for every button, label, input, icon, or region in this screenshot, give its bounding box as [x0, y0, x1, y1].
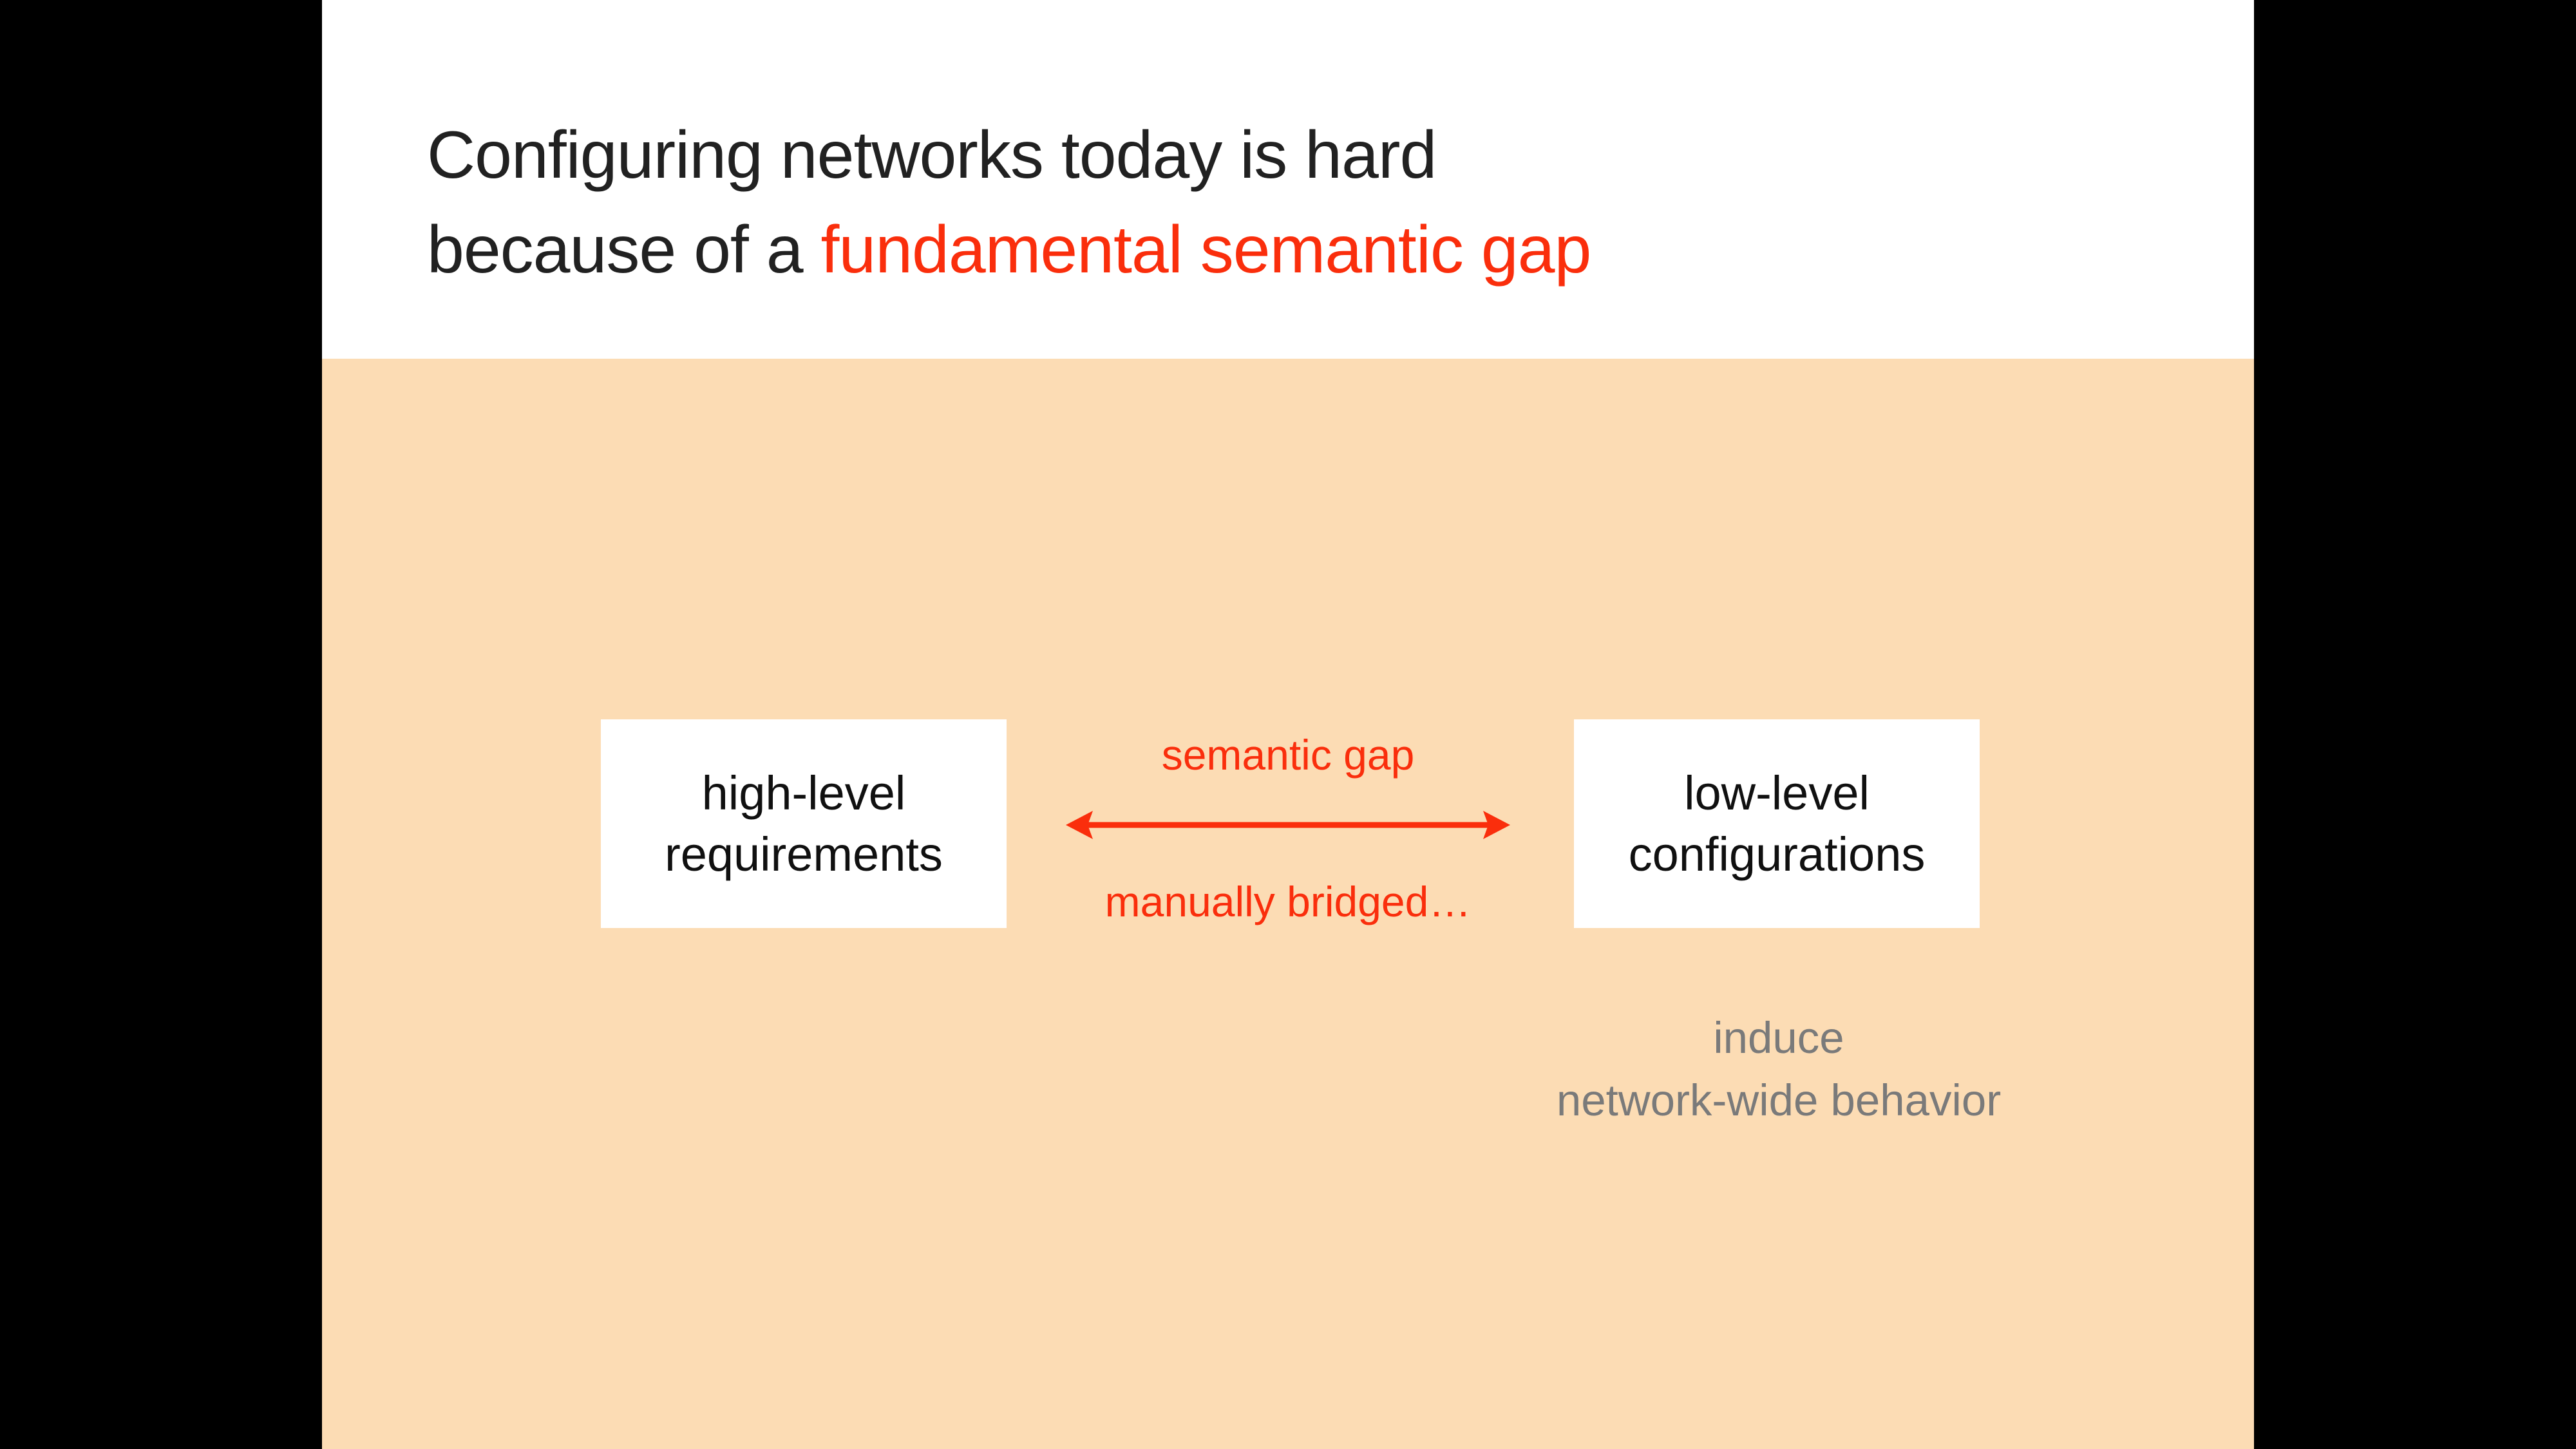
- low-level-configurations-box: low-level configurations: [1574, 719, 1980, 928]
- left-box-line-2: requirements: [665, 828, 943, 881]
- title-line-2-highlight: fundamental semantic gap: [820, 213, 1591, 287]
- title-line-2-prefix: because of a: [427, 213, 821, 287]
- right-box-line-2: configurations: [1628, 828, 1926, 881]
- title-line-2: because of a fundamental semantic gap: [427, 203, 1591, 298]
- induce-caption-line-2: network-wide behavior: [1556, 1075, 2002, 1125]
- left-box-line-1: high-level: [701, 766, 906, 820]
- right-box-line-1: low-level: [1684, 766, 1870, 820]
- slide-title: Configuring networks today is hard becau…: [427, 108, 1591, 298]
- semantic-gap-label: semantic gap: [1161, 731, 1415, 779]
- manually-bridged-label: manually bridged…: [1104, 878, 1472, 925]
- title-line-1: Configuring networks today is hard: [427, 118, 1437, 193]
- induce-caption-line-1: induce: [1713, 1013, 1844, 1063]
- induce-behavior-caption: induce network-wide behavior: [1557, 1007, 2001, 1132]
- slide-canvas: Configuring networks today is hard becau…: [322, 0, 2254, 1449]
- double-arrow-icon: [1066, 811, 1510, 839]
- high-level-requirements-box: high-level requirements: [601, 719, 1007, 928]
